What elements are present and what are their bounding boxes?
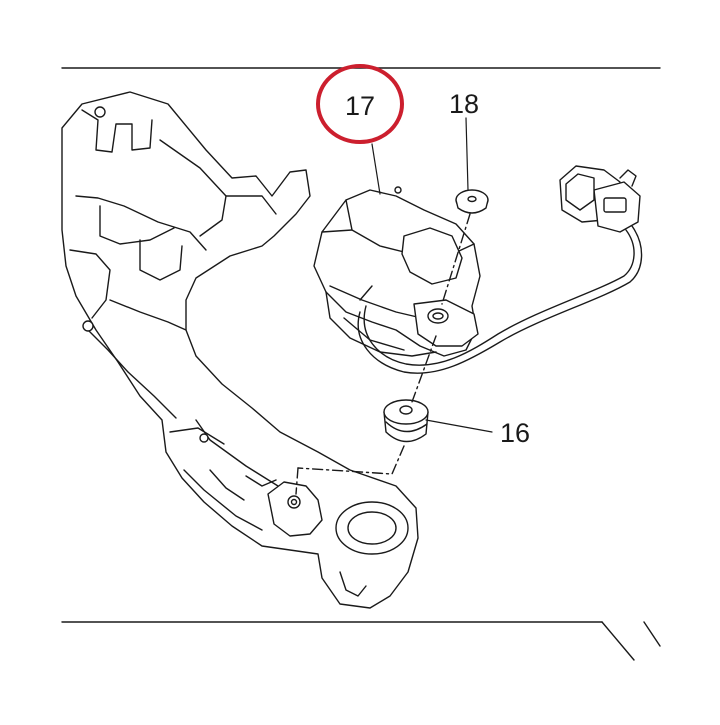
highlight-circle	[316, 64, 404, 144]
callout-17: 17	[345, 91, 375, 121]
callout-16: 16	[500, 418, 530, 448]
callout-18: 18	[449, 89, 479, 119]
screw-icon	[455, 189, 489, 214]
grommet-icon	[383, 399, 429, 443]
actuator-motor-icon	[313, 186, 481, 357]
wire-connector-icon	[357, 165, 643, 374]
assembly-lines	[295, 213, 471, 495]
leader-lines	[371, 117, 493, 433]
frame-bracket-icon	[61, 91, 419, 609]
